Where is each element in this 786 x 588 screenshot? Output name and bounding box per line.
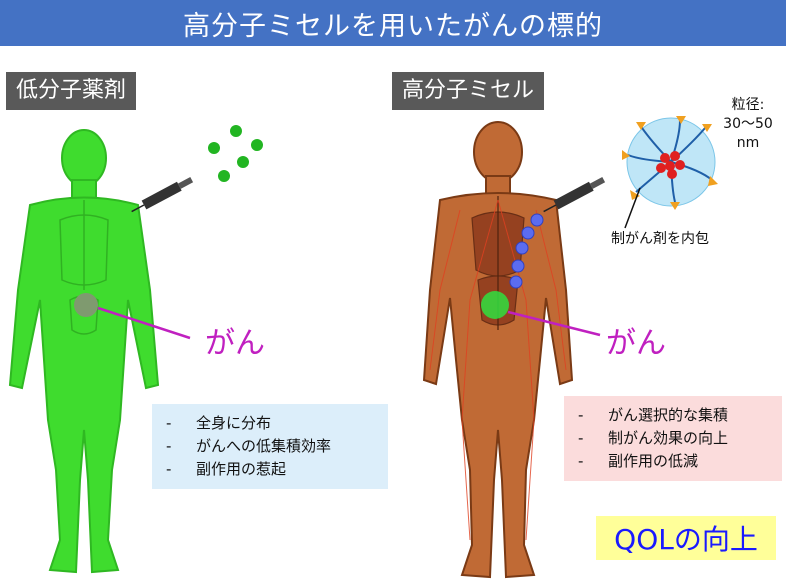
right-syringe-icon <box>543 176 606 213</box>
left-cancer-pointer <box>97 306 191 340</box>
left-section-tag: 低分子薬剤 <box>6 72 137 110</box>
left-bullet-2: -がんへの低集積効率 <box>166 437 332 455</box>
right-bullet-1: -がん選択的な集積 <box>578 406 729 424</box>
left-info-box: -全身に分布 -がんへの低集積効率 -副作用の惹起 <box>152 404 388 489</box>
right-cancer-pointer <box>507 310 601 337</box>
left-syringe-icon <box>131 176 194 213</box>
slide-title: 高分子ミセルを用いたがんの標的 <box>0 0 786 46</box>
qol-improvement-label: QOLの向上 <box>596 516 776 560</box>
left-bullet-1: -全身に分布 <box>166 414 272 432</box>
left-bullet-3: -副作用の惹起 <box>166 460 287 478</box>
right-info-box: -がん選択的な集積 -制がん効果の向上 -副作用の低減 <box>564 396 782 481</box>
anatomy-body-figure <box>422 121 574 579</box>
right-cancer-label: がん <box>606 326 666 361</box>
right-bullet-3: -副作用の低減 <box>578 452 699 470</box>
polymeric-micelle-diagram <box>622 116 718 229</box>
green-body-figure <box>8 129 160 574</box>
right-bullet-2: -制がん効果の向上 <box>578 429 729 447</box>
encapsulation-label: 制がん剤を内包 <box>611 231 709 247</box>
micelle-particles <box>509 213 544 289</box>
right-tumor-marker <box>481 291 509 319</box>
left-tumor-marker <box>74 293 98 317</box>
right-section-tag: 高分子ミセル <box>392 72 545 110</box>
small-drug-molecules <box>208 125 263 182</box>
anatomy-vessels <box>429 199 567 541</box>
particle-size-label: 粒径: 30〜50 nm <box>723 97 773 151</box>
left-cancer-label: がん <box>205 326 265 361</box>
